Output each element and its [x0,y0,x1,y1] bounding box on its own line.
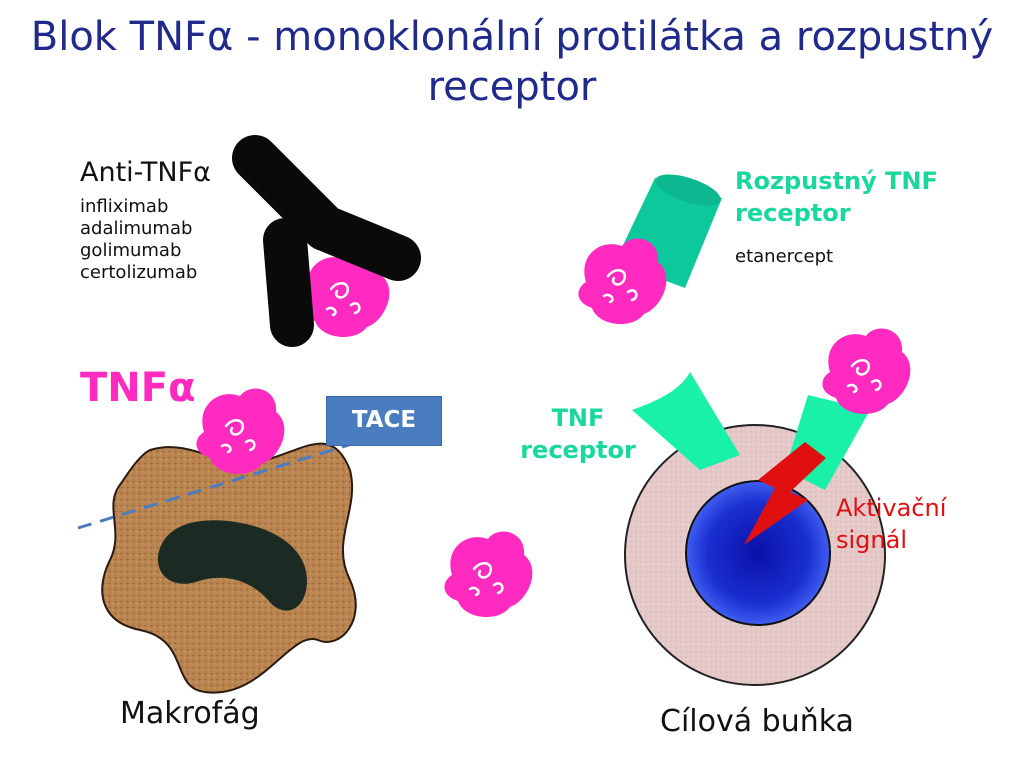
antibody-icon [232,135,421,347]
soluble-receptor-label: Rozpustný TNF receptor [735,165,938,229]
target-cell-label: Cílová buňka [660,704,854,739]
page-title: Blok TNFα - monoklonální protilátka a ro… [30,14,994,110]
tnf-alpha-label: TNFα [80,365,196,411]
drug-golimumab: golimumab [80,240,182,261]
tnf-alpha-bound-receptor [821,327,912,416]
activation-signal-line1: Aktivační [836,494,947,522]
tace-label: TACE [326,396,442,446]
macrophage-label: Makrofág [120,696,260,731]
soluble-receptor-line2: receptor [735,199,851,227]
activation-signal-label: Aktivační signál [836,492,946,556]
activation-signal-line2: signál [836,526,907,554]
tnf-receptor-line1: TNF [551,404,605,432]
tace-cleavage-line [77,442,353,530]
tnf-receptor-label: TNF receptor [518,402,638,466]
tnf-alpha-free [443,530,534,619]
anti-tnf-drug-list: infliximab adalimumab golimumab certoliz… [80,196,197,284]
drug-infliximab: infliximab [80,196,169,217]
tnf-alpha-bound-soluble-receptor [577,237,668,326]
drug-certolizumab: certolizumab [80,262,198,283]
target-cell-nucleus [685,480,831,626]
anti-tnf-heading: Anti-TNFα [80,157,211,188]
lightning-icon [744,442,826,545]
macrophage-nucleus [157,520,307,611]
etanercept-label: etanercept [735,246,834,267]
soluble-receptor-line1: Rozpustný TNF [735,167,938,195]
tnf-receptor-line2: receptor [520,436,636,464]
drug-adalimumab: adalimumab [80,218,193,239]
tnf-receptor-left-icon [632,372,740,470]
